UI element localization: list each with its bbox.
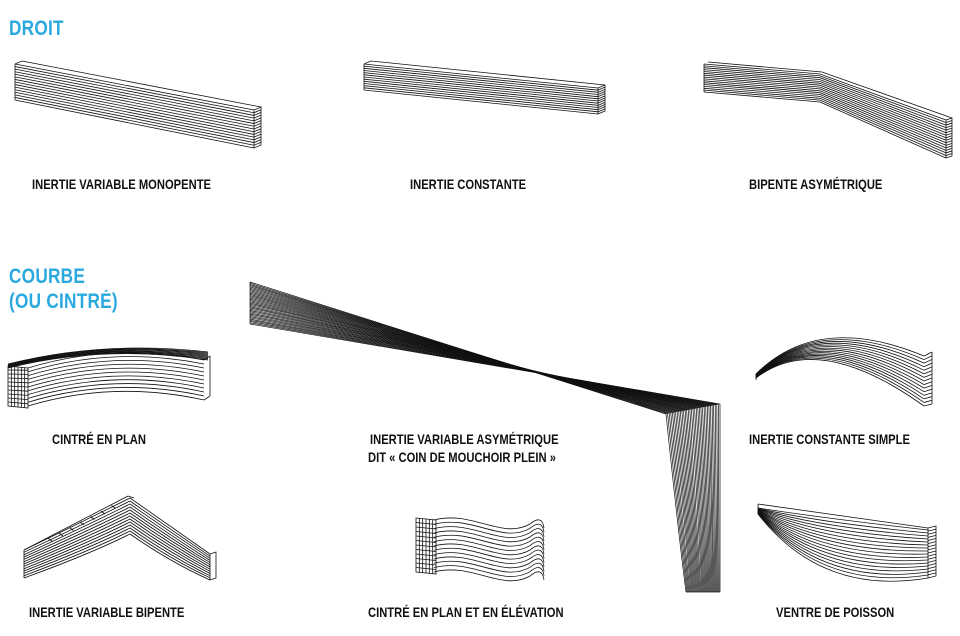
label-bipente: INERTIE VARIABLE BIPENTE (29, 604, 185, 620)
section-courbe-subheading: (OU CINTRÉ) (9, 290, 118, 313)
label-asym-line1: INERTIE VARIABLE ASYMÉTRIQUE (370, 431, 559, 447)
beam-bipente-drawing (18, 494, 218, 584)
label-bipente-asym: BIPENTE ASYMÉTRIQUE (749, 176, 883, 192)
section-courbe-heading: COURBE (9, 265, 86, 288)
label-ventre-poisson: VENTRE DE POISSON (776, 604, 895, 620)
beam-cintre-plan-drawing (4, 338, 214, 410)
beam-monopente-drawing (6, 60, 260, 155)
label-monopente: INERTIE VARIABLE MONOPENTE (32, 176, 212, 192)
beam-coin-mouchoir-drawing (246, 280, 726, 596)
label-plan-elevation: CINTRÉ EN PLAN ET EN ÉLÉVATION (368, 604, 564, 620)
beam-plan-elevation-drawing (412, 512, 552, 582)
label-constante: INERTIE CONSTANTE (410, 176, 527, 192)
beam-ventre-poisson-drawing (752, 500, 942, 584)
label-constante-simple: INERTIE CONSTANTE SIMPLE (749, 431, 910, 447)
beam-bipente-asym-drawing (700, 58, 956, 162)
beam-constante-drawing (360, 60, 608, 145)
section-droit-heading: DROIT (9, 17, 64, 40)
label-asym-line2: DIT « COIN DE MOUCHOIR PLEIN » (368, 449, 556, 465)
label-cintre-plan: CINTRÉ EN PLAN (52, 431, 146, 447)
beam-constante-simple-drawing (748, 318, 940, 414)
